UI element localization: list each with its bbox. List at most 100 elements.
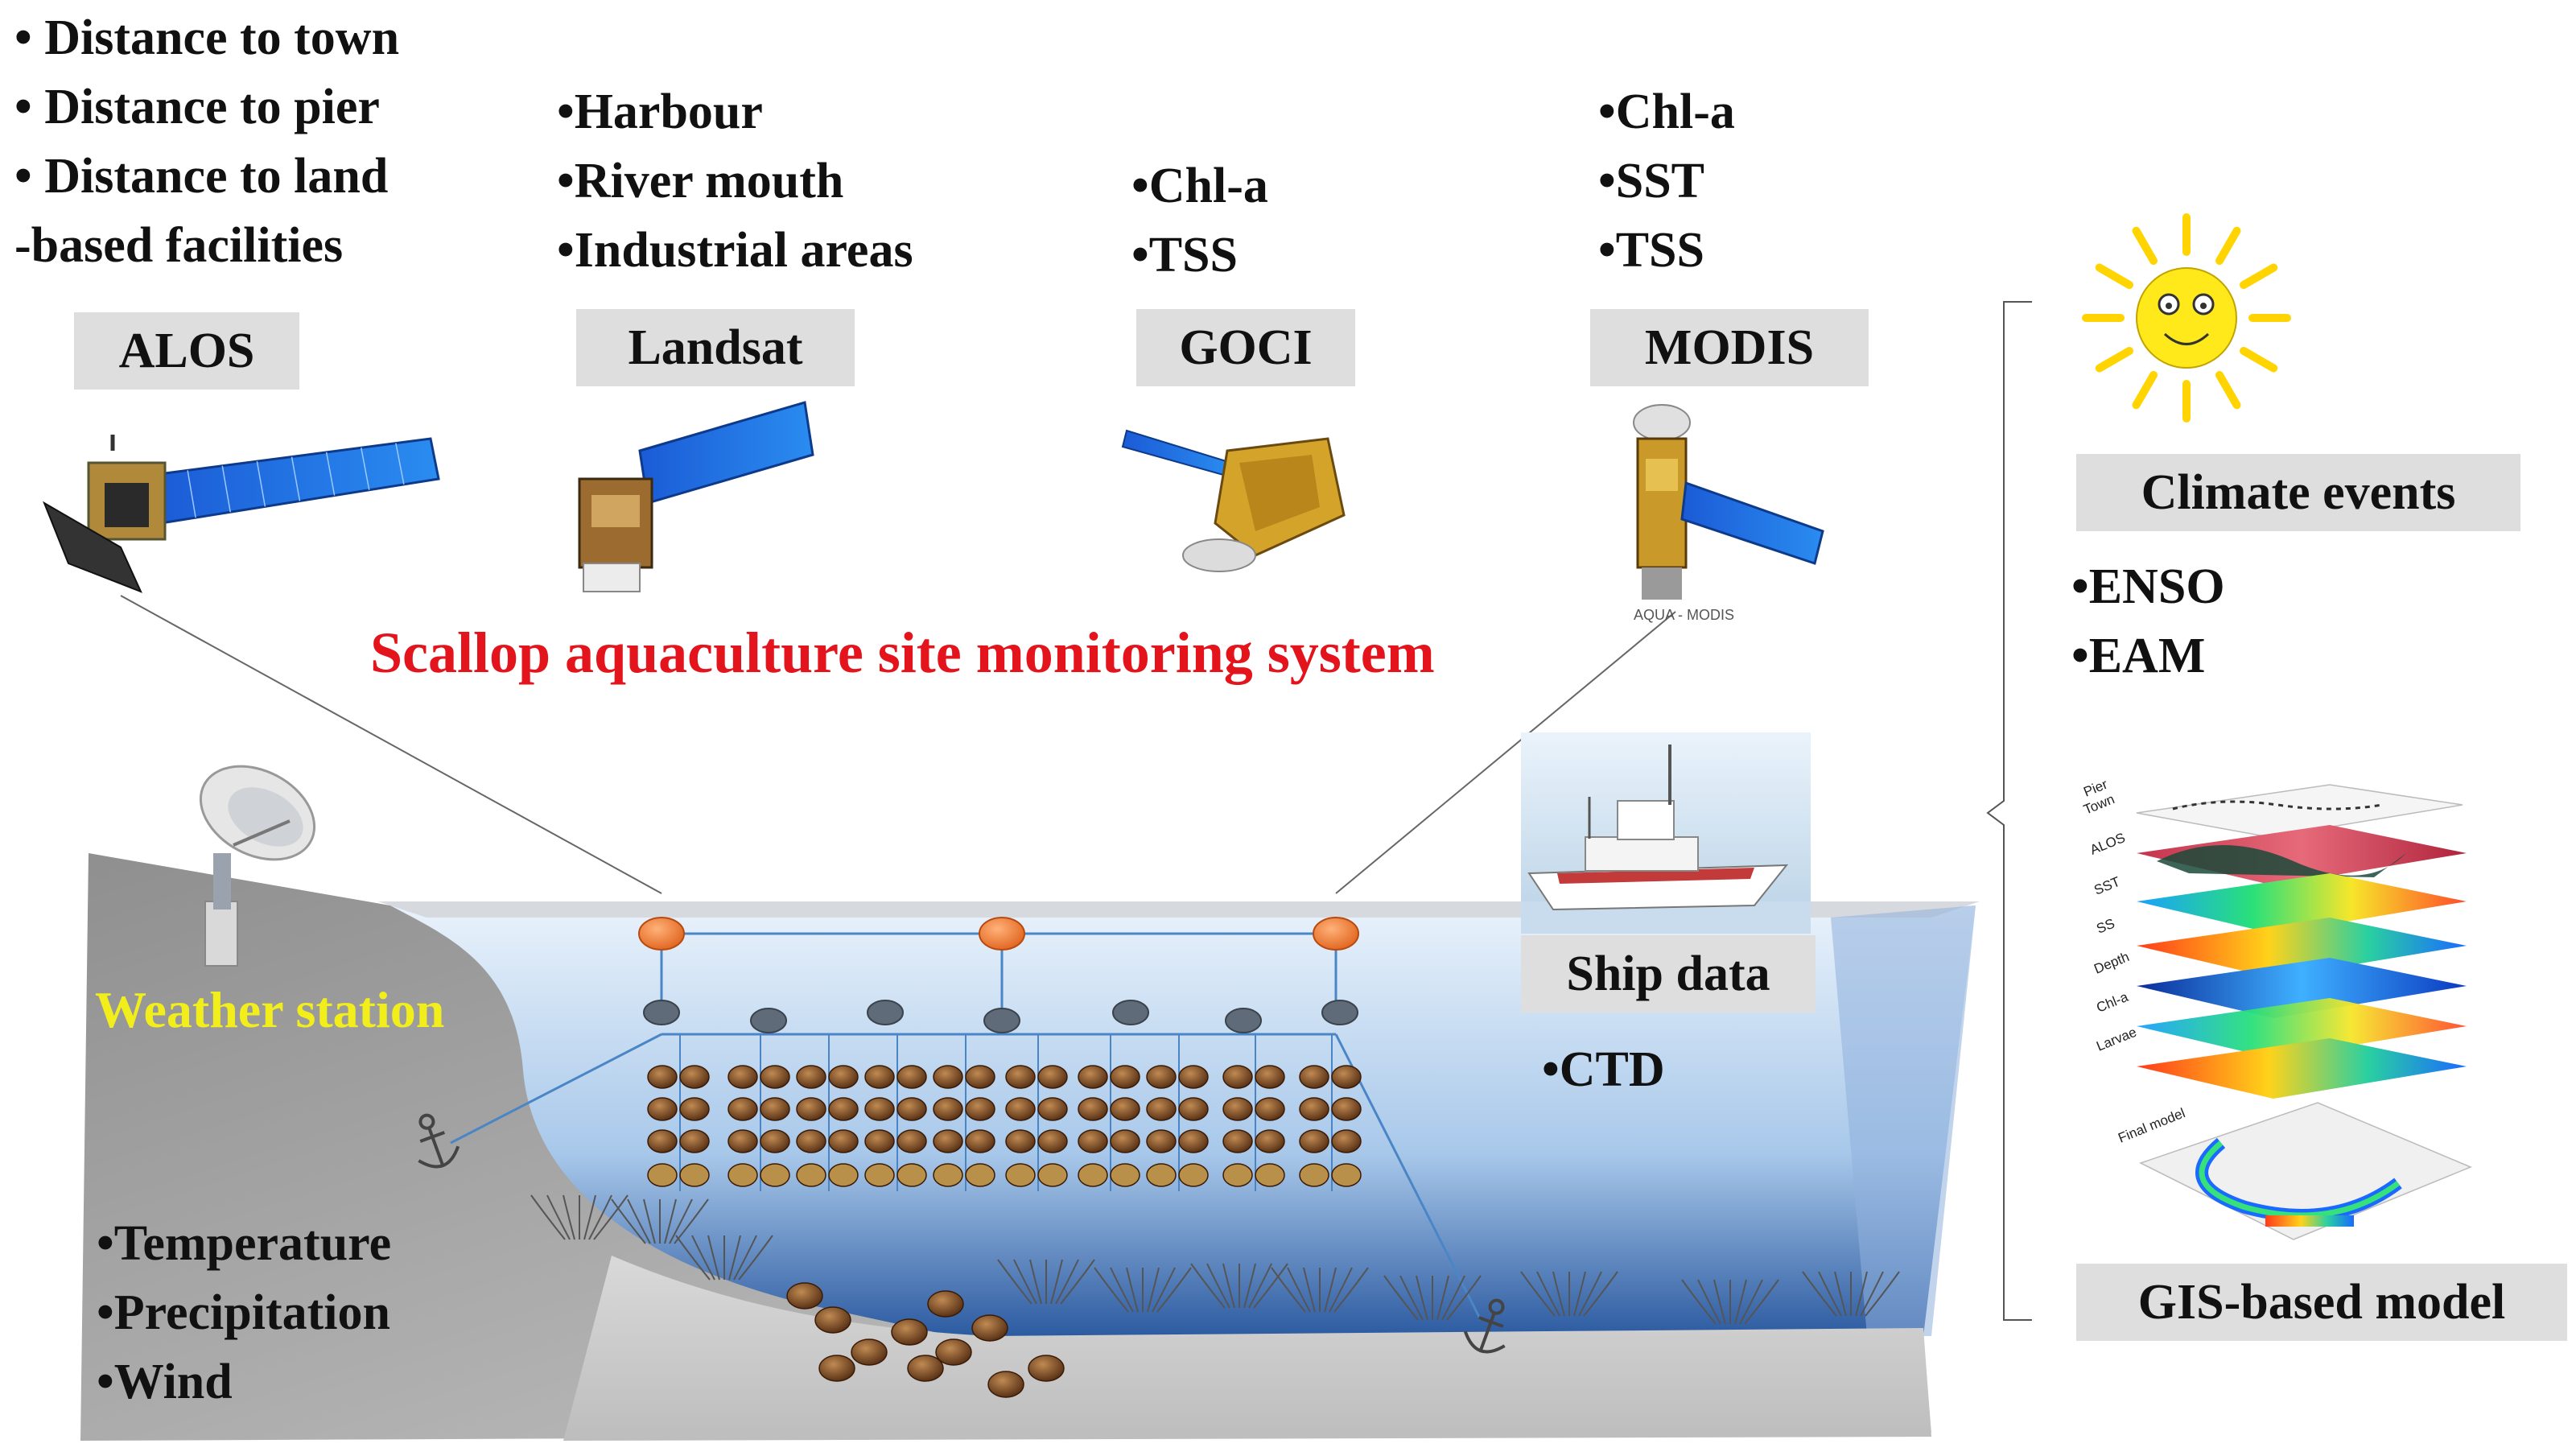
subsurface-float <box>750 1008 787 1033</box>
sun-face-icon <box>2082 213 2291 423</box>
scallop-icon <box>896 1129 927 1153</box>
gis-layer-label: SST <box>2092 874 2122 898</box>
alos-feature: -based facilities <box>14 218 344 273</box>
scallop-icon <box>935 1338 972 1366</box>
alos-feature: • Distance to land <box>14 149 389 204</box>
scallop-icon <box>1146 1097 1177 1121</box>
scallop-icon <box>727 1129 758 1153</box>
scallop-icon <box>1178 1129 1209 1153</box>
satellite-icon <box>1121 429 1346 572</box>
weather-station-label: Weather station <box>95 981 445 1038</box>
scallop-icon <box>1110 1065 1140 1089</box>
weather-feature: •Wind <box>97 1355 233 1409</box>
gis-layer-label: Larvae <box>2094 1025 2138 1054</box>
scallop-icon <box>1110 1129 1140 1153</box>
satellite-icon <box>42 435 440 593</box>
dish-antenna-icon <box>199 765 316 967</box>
subsurface-float <box>983 1008 1020 1033</box>
alos-feature-list: • Distance to town • Distance to pier • … <box>14 3 399 280</box>
alos-feature: • Distance to town <box>14 10 400 65</box>
scallop-icon <box>679 1163 710 1187</box>
modis-feature: •SST <box>1598 154 1705 208</box>
scallop-icon <box>760 1129 790 1153</box>
landsat-feature: •Industrial areas <box>557 223 913 278</box>
subsurface-float <box>643 1000 680 1025</box>
subsurface-float <box>1321 1000 1358 1025</box>
scallop-icon <box>1255 1163 1285 1187</box>
seabed <box>563 1256 1931 1441</box>
scallop-icon <box>965 1065 995 1089</box>
scallop-icon <box>1037 1129 1068 1153</box>
modis-feature: •TSS <box>1598 223 1705 278</box>
ship-feature: •CTD <box>1542 1042 1665 1097</box>
coastal-land <box>80 853 1931 1441</box>
scallop-icon <box>965 1097 995 1121</box>
ship-icon <box>1521 732 1811 934</box>
scallop-icon <box>760 1097 790 1121</box>
scallop-icon <box>927 1290 964 1318</box>
scallop-icon <box>796 1065 826 1089</box>
mooring-line-left <box>450 1033 662 1145</box>
scallop-icon <box>907 1355 944 1382</box>
landsat-feature: •Harbour <box>557 85 763 139</box>
scallop-icon <box>896 1163 927 1187</box>
scallop-icon <box>896 1097 927 1121</box>
scallop-icon <box>851 1338 888 1366</box>
satellite-icon <box>1633 404 1824 600</box>
scallop-icon <box>647 1163 678 1187</box>
landsat-label: Landsat <box>576 309 855 386</box>
scallop-icon <box>1222 1163 1253 1187</box>
scallop-icon <box>864 1097 895 1121</box>
scallop-icon <box>987 1371 1024 1398</box>
scallop-icon <box>933 1163 963 1187</box>
scallop-icon <box>1037 1065 1068 1089</box>
landsat-feature-list: •Harbour •River mouth •Industrial areas <box>557 77 913 285</box>
surface-buoy <box>979 917 1025 951</box>
ship-data-label: Ship data <box>1521 935 1816 1013</box>
scallop-icon <box>796 1097 826 1121</box>
scallop-icon <box>796 1163 826 1187</box>
alos-label: ALOS <box>74 312 299 390</box>
gis-layer-label: SS <box>2094 916 2116 937</box>
scallop-icon <box>1110 1163 1140 1187</box>
scallop-icon <box>1078 1163 1108 1187</box>
gis-layer-label: Final model <box>2116 1105 2187 1146</box>
scallop-icon <box>965 1129 995 1153</box>
scallop-icon <box>1178 1097 1209 1121</box>
scallop-icon <box>864 1065 895 1089</box>
scallop-icon <box>1146 1065 1177 1089</box>
scallop-icon <box>818 1355 855 1382</box>
scallop-icon <box>727 1163 758 1187</box>
climate-feature: •ENSO <box>2071 559 2225 614</box>
scallop-icon <box>1037 1163 1068 1187</box>
surface-buoy <box>638 917 685 951</box>
scallop-icon <box>1255 1129 1285 1153</box>
bracket <box>1986 301 2032 1321</box>
ship-feature-list: •CTD <box>1542 1035 1665 1104</box>
link-line-modis <box>1335 611 1676 894</box>
scallop-icon <box>896 1065 927 1089</box>
goci-label: GOCI <box>1136 309 1355 386</box>
scallop-icon <box>1222 1097 1253 1121</box>
scallop-icon <box>1299 1163 1329 1187</box>
scallop-icon <box>965 1163 995 1187</box>
surface-buoy <box>1313 917 1359 951</box>
dropper-lines <box>679 1034 1333 1191</box>
scallop-icon <box>891 1318 928 1346</box>
scallop-icon <box>933 1065 963 1089</box>
scallop-lanterns <box>647 1065 1362 1187</box>
scallop-icon <box>864 1129 895 1153</box>
scallop-icon <box>1078 1129 1108 1153</box>
modis-feature: •Chl-a <box>1598 85 1735 139</box>
modis-image-caption: AQUA - MODIS <box>1634 607 1734 623</box>
scallop-icon <box>1005 1065 1036 1089</box>
scallop-icon <box>1110 1097 1140 1121</box>
climate-feature: •EAM <box>2071 629 2206 683</box>
scallop-icon <box>679 1065 710 1089</box>
scallop-icon <box>1255 1065 1285 1089</box>
scallop-icon <box>864 1163 895 1187</box>
satellite-icon <box>578 401 814 592</box>
scallop-icon <box>1037 1097 1068 1121</box>
